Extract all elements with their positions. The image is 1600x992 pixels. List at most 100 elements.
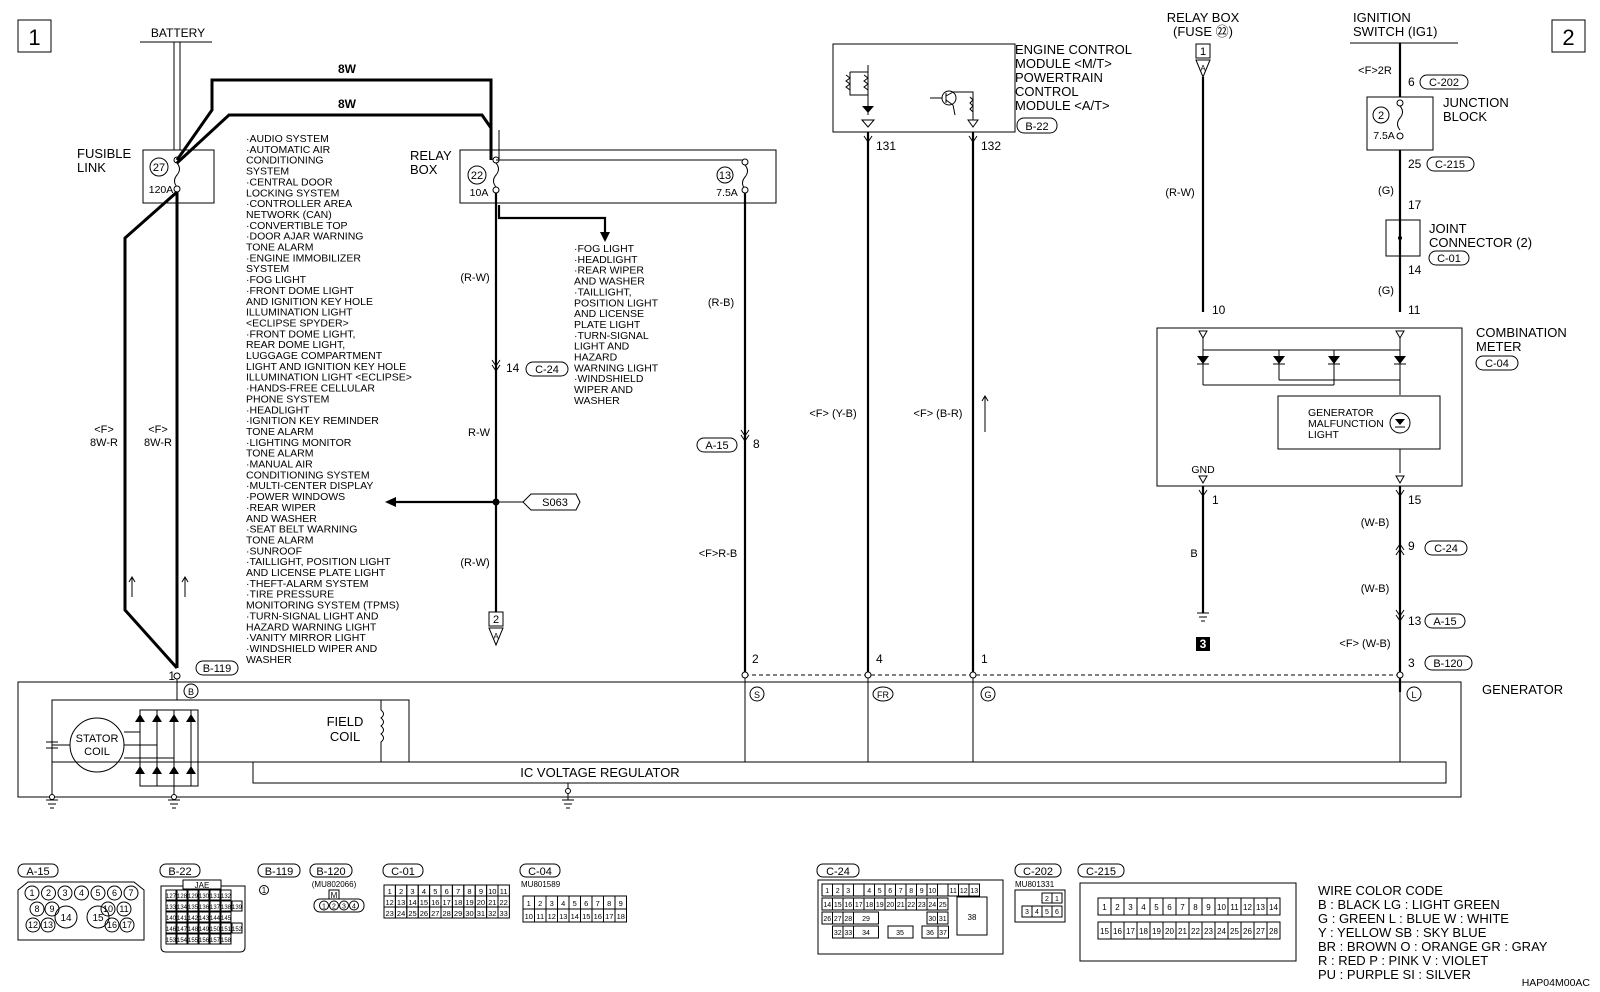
connector-pin: 18 [454,898,462,907]
svg-text:B-120: B-120 [1433,658,1462,670]
connector-pin: 2 [1045,896,1049,903]
connector-pin: 12 [548,912,556,921]
svg-text:B-119: B-119 [265,866,294,878]
svg-text:R-W: R-W [468,427,491,439]
svg-text:JUNCTION: JUNCTION [1443,95,1509,110]
svg-text:CONNECTOR (2): CONNECTOR (2) [1429,235,1532,250]
connector-pin: 10 [525,912,533,921]
battery-load-line: LUGGAGE COMPARTMENT [246,350,383,362]
svg-text:15: 15 [1408,493,1422,507]
svg-text:13: 13 [1408,614,1422,628]
svg-text:SWITCH (IG1): SWITCH (IG1) [1353,24,1438,39]
svg-text:A-15: A-15 [1433,616,1456,628]
svg-text:132: 132 [981,139,1001,153]
connector-pin: 17 [605,912,613,921]
connector-pin: 6 [1055,909,1059,916]
svg-text:A-15: A-15 [26,866,49,878]
connector-pin: 21 [1178,927,1187,936]
svg-text:25: 25 [1408,157,1422,171]
connector-pin: 6 [445,887,449,896]
connector-pin: 11 [950,888,957,895]
connector-pin: 145 [221,916,232,922]
connector-pin: 29 [862,916,870,923]
svg-text:(R-W): (R-W) [1165,187,1194,199]
relay-load-line: AND LICENSE [574,308,644,320]
connector-pin: 8 [607,899,611,908]
battery-load-line: CONDITIONING [246,155,324,167]
svg-text:C-215: C-215 [1086,866,1116,878]
svg-text:B: B [1190,548,1197,560]
svg-text:POWERTRAIN: POWERTRAIN [1015,70,1103,85]
relay-load-line: ·TURN-SIGNAL [574,330,649,342]
battery-load-line: ILLUMINATION LIGHT [246,307,353,319]
connector-pin: 14 [1269,903,1278,912]
connector-pin: 150 [210,927,221,933]
connector-pin: 5 [433,887,437,896]
connector-pin: 1 [29,888,34,898]
connector-pin: 3 [550,899,554,908]
connector-pin: 15 [834,902,842,909]
battery-load-line: SYSTEM [246,263,289,275]
connector-pin: 130 [199,894,210,900]
connector-pin: 133 [166,905,177,911]
connector-pin: 5 [1045,909,1049,916]
connector-pin: 32 [488,909,496,918]
svg-text:8W: 8W [338,62,357,76]
svg-text:14: 14 [506,361,520,375]
svg-text:C-215: C-215 [1435,159,1465,171]
connector-pin: 9 [1206,903,1211,912]
connector-pin: 6 [112,888,117,898]
svg-text:<F>: <F> [94,424,114,436]
battery-load-line: ·FOG LIGHT [246,274,307,286]
connector-pin: 148 [188,927,199,933]
connector-pin: 33 [844,930,852,937]
svg-text:(R-B): (R-B) [708,297,734,309]
connector-pin: 20 [477,898,485,907]
svg-text:C-24: C-24 [1434,543,1458,555]
connector-pin: 8 [34,904,39,914]
svg-text:11: 11 [1408,303,1421,317]
connector-pin: 9 [619,899,623,908]
connector-pin: 3 [410,887,414,896]
svg-text:<F> (Y-B): <F> (Y-B) [809,408,856,420]
connector-pin: 14 [571,912,579,921]
svg-text:<F>: <F> [148,424,168,436]
battery-load-line: ·LIGHTING MONITOR [246,437,352,449]
fusible-link: FUSIBLE LINK 27 120A [77,146,215,204]
svg-text:B-120: B-120 [316,866,345,878]
connector-pin: 30 [465,909,473,918]
connector-pin: 16 [107,920,117,930]
connector-pin: 9 [49,904,54,914]
connector-pin: 27 [834,916,842,923]
svg-text:C-24: C-24 [535,364,559,376]
svg-text:IGNITION: IGNITION [1353,10,1411,25]
battery-load-line: CONDITIONING SYSTEM [246,469,370,481]
battery-load-line: ·HEADLIGHT [246,404,310,416]
connector-pin: 2 [836,888,840,895]
combination-meter: COMBINATION METER C-04 GENERATOR MALFUNC… [1156,325,1567,487]
connector-pin: 24 [928,902,936,909]
connector-pin: 9 [920,888,924,895]
connector-pin: 6 [1167,903,1172,912]
connector-pin: 12 [28,920,38,930]
connector-pin: 14 [60,913,72,924]
svg-text:9: 9 [1408,539,1415,553]
battery-load-line: LIGHT AND IGNITION KEY HOLE [246,361,406,373]
connector-pin: 4 [1035,909,1039,916]
connector-pin: 4 [1141,903,1146,912]
battery-load-line: ·SEAT BELT WARNING [246,524,357,536]
battery-load-line: ·THEFT-ALARM SYSTEM [246,578,369,590]
connector-pin: 37 [939,930,947,937]
drawing-code: HAP04M00AC [1522,977,1591,989]
svg-text:C-202: C-202 [1429,77,1459,89]
connector-pin: 1 [388,887,392,896]
connector-pin: 11 [119,904,128,914]
connector-pin: 11 [1230,903,1239,912]
connector-pin: 10 [103,904,113,914]
battery-load-line: ·CENTRAL DOOR [246,176,333,188]
svg-text:MODULE <M/T>: MODULE <M/T> [1015,56,1112,71]
connector-pin: 4 [352,904,356,911]
svg-text:27: 27 [153,162,165,174]
